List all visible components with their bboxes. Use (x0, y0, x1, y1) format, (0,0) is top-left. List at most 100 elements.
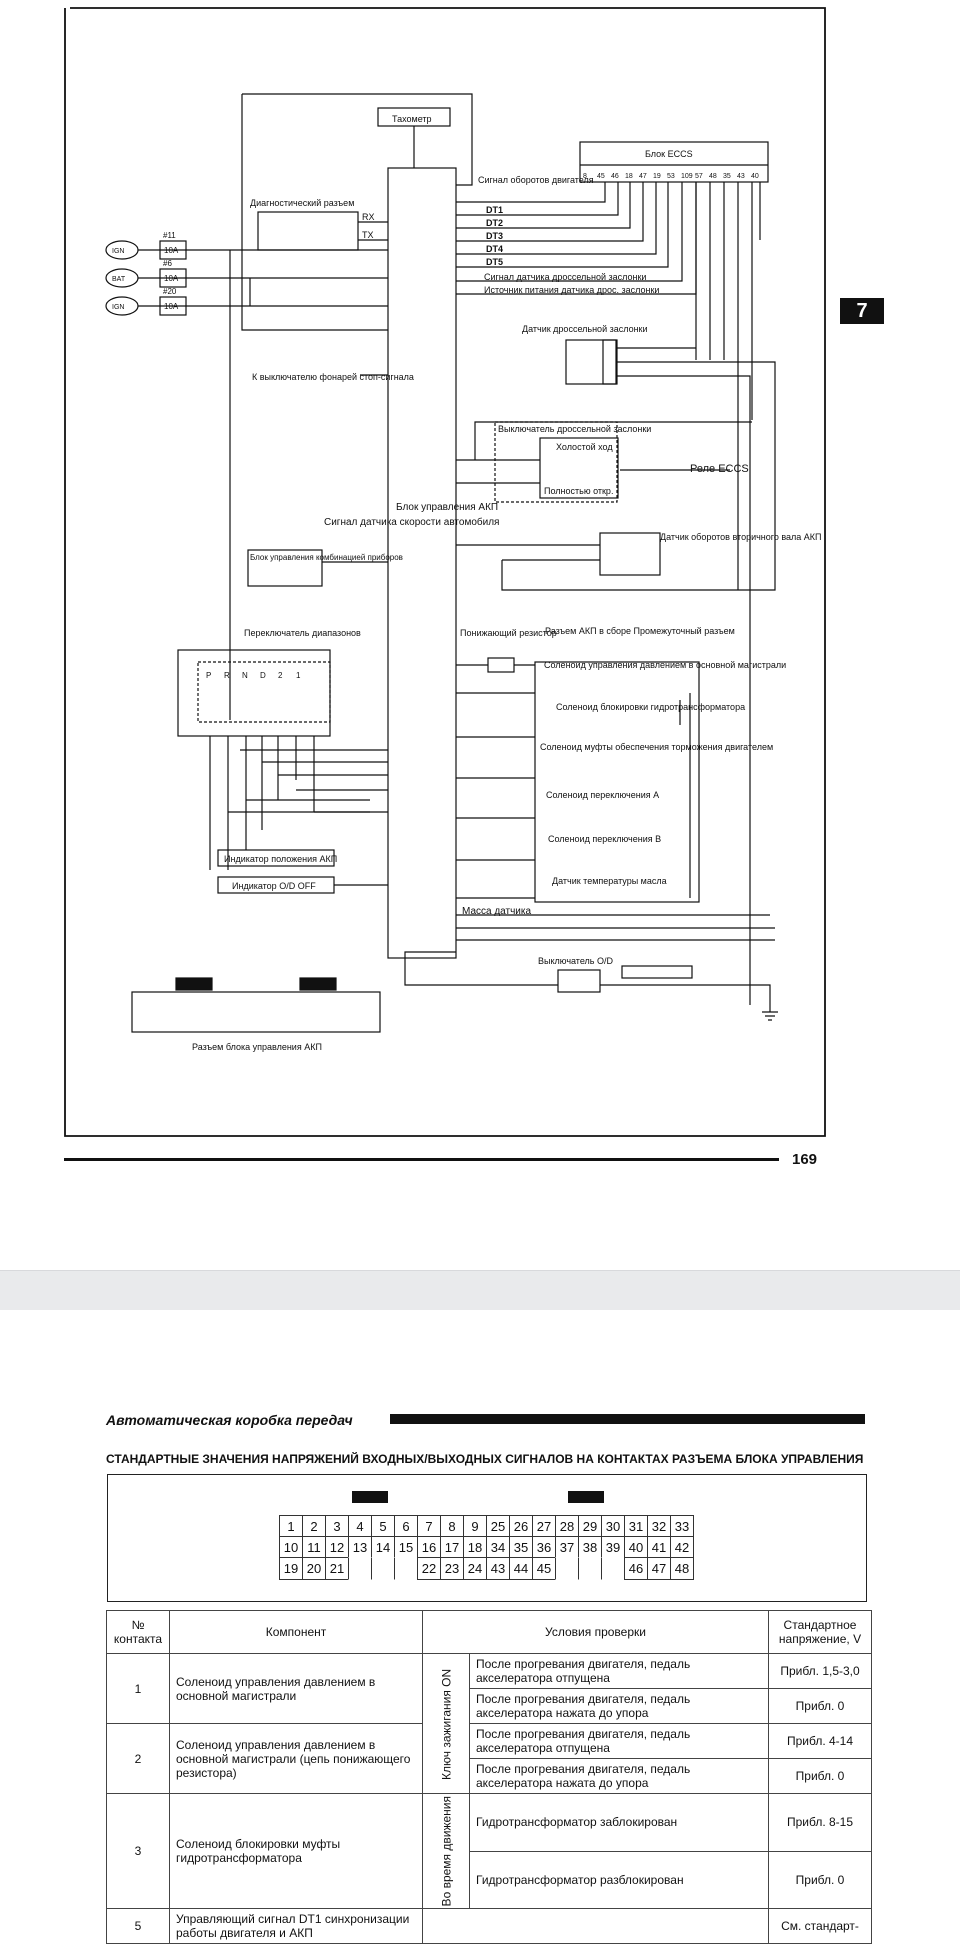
pin-cell: 38 (578, 1536, 602, 1559)
contact-no: 2 (106, 1723, 170, 1794)
condition-text: После прогревания двигателя, педаль аксе… (469, 1758, 769, 1794)
pin-cell: 12 (325, 1536, 349, 1559)
pin-cell: 4 (348, 1515, 372, 1538)
pin-cell: 28 (555, 1515, 579, 1538)
component-name: Соленоид управления давлением в основной… (169, 1723, 423, 1794)
pin-cell: 47 (647, 1557, 671, 1580)
pin-cell: 20 (302, 1557, 326, 1580)
pin-cell: 30 (601, 1515, 625, 1538)
dt5-label: DT5 (486, 257, 503, 267)
pin-cell: 39 (601, 1536, 625, 1559)
ign2-label: IGN (112, 304, 124, 311)
stop-lamp-label: К выключателю фонарей стоп-сигнала (252, 372, 414, 382)
pin-cell: 32 (647, 1515, 671, 1538)
pin-cell: 27 (532, 1515, 556, 1538)
ign-label: IGN (112, 248, 124, 255)
tcu-connector-caption: Разъем блока управления АКП (192, 1042, 322, 1052)
contact-no: 5 (106, 1908, 170, 1944)
throttle-sensor-label: Датчик дроссельной заслонки (522, 324, 648, 334)
condition-text (422, 1908, 769, 1944)
sensor-ground-label: Масса датчика (462, 906, 531, 917)
fuse-rating-2: 10A (164, 274, 179, 283)
pin-cell: 44 (509, 1557, 533, 1580)
range-switch-label: Переключатель диапазонов (244, 628, 361, 638)
eccs-pin: 19 (653, 173, 661, 180)
eccs-pin: 40 (751, 173, 759, 180)
connector-key-right (568, 1491, 604, 1503)
page-separator (0, 1270, 960, 1312)
speed-signal-label: Сигнал датчика скорости автомобиля (324, 516, 499, 528)
table-row: 2 Соленоид управления давлением в основн… (106, 1723, 872, 1794)
idle-label: Холостой ход (556, 442, 613, 452)
pin-empty (394, 1557, 418, 1580)
pin-empty (348, 1557, 372, 1580)
eccs-pin: 57 (695, 173, 703, 180)
pin-cell: 25 (486, 1515, 510, 1538)
voltage-table: № контакта Компонент Условия проверки Ст… (106, 1610, 872, 1944)
voltage-value: Прибл. 8-15 (768, 1793, 872, 1852)
range-letter: R (224, 671, 230, 680)
pin-cell: 3 (325, 1515, 349, 1538)
pin-cell: 37 (555, 1536, 579, 1559)
pin-cell: 9 (463, 1515, 487, 1538)
od-switch-label: Выключатель O/D (538, 956, 613, 966)
position-indicator-label: Индикатор положения АКП (224, 854, 337, 864)
table-header-row: № контакта Компонент Условия проверки Ст… (106, 1610, 872, 1654)
voltage-value: См. стандарт- (768, 1908, 872, 1944)
diag-connector-label: Диагностический разъем (250, 198, 354, 208)
pin-cell: 29 (578, 1515, 602, 1538)
pin-cell: 23 (440, 1557, 464, 1580)
component-name: Соленоид управления давлением в основной… (169, 1653, 423, 1724)
fuse11-label: #11 (163, 231, 176, 240)
throttle-power-label: Источник питания датчика дрос. заслонки (484, 285, 659, 295)
pin-cell: 13 (348, 1536, 372, 1559)
header-bar (390, 1414, 865, 1424)
ignition-on-label: Ключ зажигания ON (422, 1653, 470, 1794)
eccs-relay-label: Реле ECCS (690, 463, 749, 475)
pin-cell: 31 (624, 1515, 648, 1538)
wiring-diagram: Тахометр Блок ECCS Сигнал оборотов двига… (64, 7, 826, 1137)
section-tab: 7 (840, 298, 884, 324)
table-title: СТАНДАРТНЫЕ ЗНАЧЕНИЯ НАПРЯЖЕНИЙ ВХОДНЫХ/… (106, 1452, 866, 1466)
instrument-block-label: Блок управления комбинацией приборов (250, 553, 403, 562)
eccs-pin: 46 (611, 173, 619, 180)
tachometer-label: Тахометр (392, 114, 432, 124)
fuse-rating-1: 10A (164, 246, 179, 255)
col-conditions: Условия проверки (422, 1610, 769, 1654)
page-number: 169 (792, 1151, 818, 1168)
condition-text: После прогревания двигателя, педаль аксе… (469, 1688, 769, 1724)
wiring-diagram-page: Тахометр Блок ECCS Сигнал оборотов двига… (64, 7, 884, 1168)
condition-text: Гидротрансформатор разблокирован (469, 1850, 769, 1910)
condition-text: После прогревания двигателя, педаль аксе… (469, 1723, 769, 1759)
pin-cell: 45 (532, 1557, 556, 1580)
sol-shift-b-label: Соленоид переключения B (548, 834, 661, 844)
pin-cell: 14 (371, 1536, 395, 1559)
throttle-switch-label: Выключатель дроссельной заслонки (498, 424, 651, 434)
bat-label: BAT (112, 276, 126, 283)
section-header: Автоматическая коробка передач (106, 1412, 353, 1428)
eccs-pin: 35 (723, 173, 731, 180)
pin-cell: 15 (394, 1536, 418, 1559)
range-letter: 1 (296, 671, 301, 680)
voltage-value: Прибл. 0 (768, 1688, 872, 1724)
pin-cell: 8 (440, 1515, 464, 1538)
dt2-label: DT2 (486, 218, 503, 228)
contact-no: 1 (106, 1653, 170, 1724)
full-open-label: Полностью откр. (544, 486, 613, 496)
pin-cell: 48 (670, 1557, 694, 1580)
reducing-resistor-label: Понижающий резистор (460, 628, 557, 638)
rx-label: RX (362, 212, 375, 222)
eccs-pin: 8 (583, 173, 587, 180)
condition-text: Гидротрансформатор заблокирован (469, 1793, 769, 1852)
pin-cell: 11 (302, 1536, 326, 1559)
pin-cell: 2 (302, 1515, 326, 1538)
pin-empty (371, 1557, 395, 1580)
pin-cell: 7 (417, 1515, 441, 1538)
pin-cell: 5 (371, 1515, 395, 1538)
sol-line-pressure-label: Соленоид управления давлением в основной… (544, 660, 786, 670)
fuse20-label: #20 (163, 287, 177, 296)
